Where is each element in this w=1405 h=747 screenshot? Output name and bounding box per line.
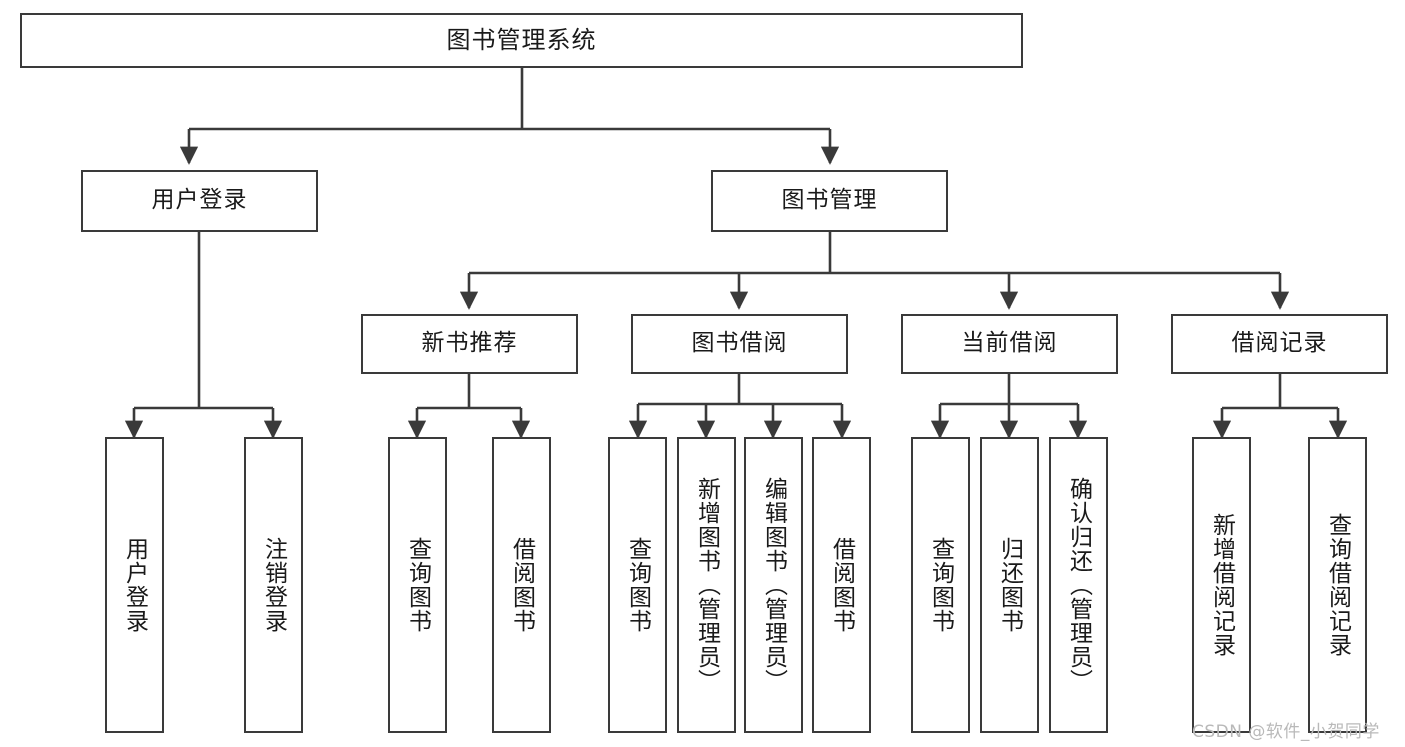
leaf-borrow-book-recommend-label: 借阅图书 xyxy=(508,537,535,633)
leaf-query-borrow-record-label: 查询借阅记录 xyxy=(1324,513,1351,657)
leaf-edit-book-admin-label: 编辑图书（管理员） xyxy=(760,477,787,693)
node-root[interactable]: 图书管理系统 xyxy=(20,13,1023,68)
leaf-query-book-current-label: 查询图书 xyxy=(927,537,954,633)
node-root-label: 图书管理系统 xyxy=(446,26,597,55)
leaf-edit-book-admin[interactable]: 编辑图书（管理员） xyxy=(744,437,803,733)
leaf-add-borrow-record[interactable]: 新增借阅记录 xyxy=(1192,437,1251,733)
node-new-book-recommendation[interactable]: 新书推荐 xyxy=(361,314,578,374)
leaf-query-borrow-record[interactable]: 查询借阅记录 xyxy=(1308,437,1367,733)
leaf-query-book-current[interactable]: 查询图书 xyxy=(911,437,970,733)
leaf-user-login-label: 用户登录 xyxy=(121,537,148,633)
leaf-query-book-borrow-label: 查询图书 xyxy=(624,537,651,633)
csdn-watermark: CSDN @软件_小贺同学 xyxy=(1192,722,1380,742)
node-current-borrow-label: 当前借阅 xyxy=(961,330,1058,357)
node-book-borrow-label: 图书借阅 xyxy=(691,330,788,357)
leaf-user-login[interactable]: 用户登录 xyxy=(105,437,164,733)
leaf-borrow-book[interactable]: 借阅图书 xyxy=(812,437,871,733)
node-book-management[interactable]: 图书管理 xyxy=(711,170,948,232)
node-borrow-record-label: 借阅记录 xyxy=(1231,330,1328,357)
leaf-borrow-book-label: 借阅图书 xyxy=(828,537,855,633)
leaf-add-book-admin[interactable]: 新增图书（管理员） xyxy=(677,437,736,733)
node-borrow-record[interactable]: 借阅记录 xyxy=(1171,314,1388,374)
leaf-user-logout-label: 注销登录 xyxy=(260,537,287,633)
node-current-borrow[interactable]: 当前借阅 xyxy=(901,314,1118,374)
leaf-return-book[interactable]: 归还图书 xyxy=(980,437,1039,733)
leaf-confirm-return-admin[interactable]: 确认归还（管理员） xyxy=(1049,437,1108,733)
leaf-return-book-label: 归还图书 xyxy=(996,537,1023,633)
leaf-confirm-return-admin-label: 确认归还（管理员） xyxy=(1065,477,1092,693)
node-book-management-label: 图书管理 xyxy=(781,187,878,214)
node-user-login-label: 用户登录 xyxy=(151,187,248,214)
node-book-borrow[interactable]: 图书借阅 xyxy=(631,314,848,374)
leaf-borrow-book-recommend[interactable]: 借阅图书 xyxy=(492,437,551,733)
leaf-add-borrow-record-label: 新增借阅记录 xyxy=(1208,513,1235,657)
leaf-user-logout[interactable]: 注销登录 xyxy=(244,437,303,733)
leaf-add-book-admin-label: 新增图书（管理员） xyxy=(693,477,720,693)
node-user-login[interactable]: 用户登录 xyxy=(81,170,318,232)
leaf-query-book-borrow[interactable]: 查询图书 xyxy=(608,437,667,733)
node-new-book-recommendation-label: 新书推荐 xyxy=(421,330,518,357)
leaf-query-book-recommend[interactable]: 查询图书 xyxy=(388,437,447,733)
leaf-query-book-recommend-label: 查询图书 xyxy=(404,537,431,633)
